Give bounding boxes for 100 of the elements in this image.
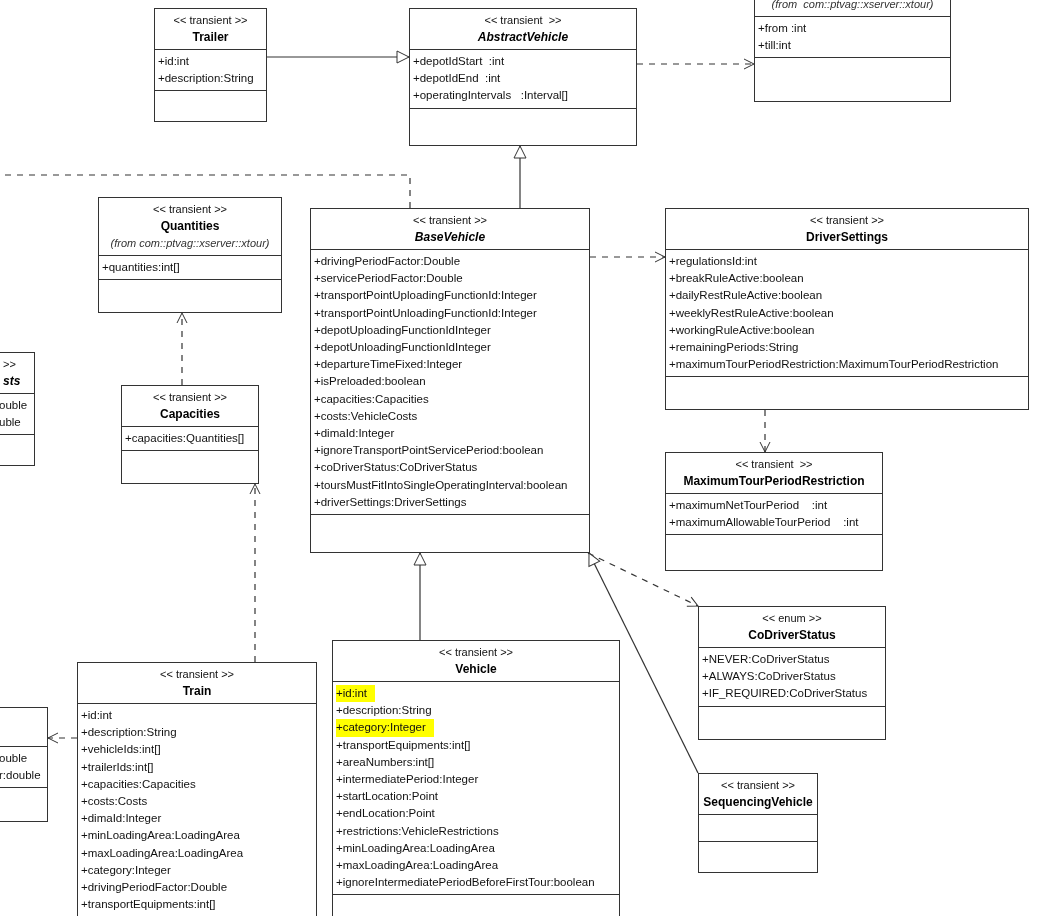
attribute-text: +depotUnloadingFunctionIdInteger	[314, 340, 491, 355]
class-box	[665, 208, 1029, 410]
inheritance-arrow	[588, 552, 699, 774]
stereotype-label: << transient >>	[439, 645, 513, 660]
attribute-text: +regulationsId:int	[669, 254, 757, 269]
attribute-text: +driverSettings:DriverSettings	[314, 494, 467, 510]
class-name: MaximumTourPeriodRestriction	[683, 473, 865, 490]
attribute-text: +dimaId:Integer	[314, 426, 395, 442]
attribute-text: +maximumAllowableTourPeriod :int	[669, 515, 859, 531]
class-name: Trailer	[192, 29, 229, 46]
attribute-text: +weeklyRestRuleActive:boolean	[669, 305, 834, 321]
inheritance-arrow	[266, 50, 410, 64]
attribute-text: +costs:Costs	[81, 794, 148, 809]
attribute-text: +remainingPeriods:String	[669, 340, 799, 355]
attribute-text: +restrictions:VehicleRestrictions	[336, 823, 499, 839]
attribute-text: +minLoadingArea:LoadingArea	[81, 828, 240, 844]
stereotype-label: << transient >>	[160, 667, 234, 682]
dependency-arrow	[176, 312, 188, 386]
attribute-text: +areaNumbers:int[]	[336, 754, 435, 770]
attribute-text: +maximumNetTourPeriod :int	[669, 498, 828, 513]
attribute-text: +transportPointUnloadingFunctionId:Integer	[314, 305, 537, 321]
attribute-text: +IF_REQUIRED:CoDriverStatus	[702, 686, 868, 702]
stereotype-label: << transient >>	[173, 13, 248, 28]
attribute-text: +from :int	[758, 21, 807, 36]
stereotype-label: << transient >>	[153, 202, 227, 217]
package-label: (from com::ptvag::xserver::xtour)	[771, 0, 934, 12]
class-box	[154, 8, 267, 122]
class-name: BaseVehicle	[414, 229, 486, 246]
dependency-arrow	[636, 58, 755, 70]
class-name: Train	[182, 683, 212, 700]
attribute-text: +depotIdStart :int	[413, 54, 505, 69]
stereotype-label: << transient >>	[484, 13, 562, 28]
attribute-text: +startLocation:Point	[336, 789, 438, 805]
attribute-text: +transportPointUploadingFunctionId:Integer	[314, 288, 537, 304]
attribute-text: +category:Integer	[81, 862, 171, 878]
attribute-text: +operatingIntervals :Interval[]	[413, 88, 568, 104]
attribute-text: +transportEquipments:int[]	[336, 737, 471, 753]
attribute-text: +capacities:Quantities[]	[125, 431, 245, 446]
class-name: sts	[3, 373, 21, 390]
attribute-text: +isPreloaded:boolean	[314, 374, 426, 390]
attribute-text: +drivingPeriodFactor:Double	[314, 254, 461, 269]
attribute-text: +id:int	[336, 685, 375, 703]
attribute-text: +costs:VehicleCosts	[314, 408, 418, 424]
attribute-text: +description:String	[81, 725, 177, 741]
class-box	[698, 606, 886, 740]
attribute-text: +endLocation:Point	[336, 806, 435, 822]
attribute-text: +capacities:Capacities	[81, 776, 196, 792]
attribute-text: +depotIdEnd :int	[413, 71, 501, 87]
class-box	[310, 208, 590, 553]
attribute-text: +maxLoadingArea:LoadingArea	[336, 858, 499, 874]
attribute-text: +breakRuleActive:boolean	[669, 271, 804, 287]
attribute-text: uble	[0, 415, 21, 431]
attribute-text: +drivingPeriodFactor:Double	[81, 880, 228, 896]
attribute-text: r:double	[0, 768, 41, 784]
dependency-arrow	[589, 251, 666, 263]
attribute-text: +departureTimeFixed:Integer	[314, 357, 463, 373]
attribute-text: +quantities:int[]	[102, 260, 180, 275]
class-name: Quantities	[160, 218, 220, 235]
attribute-text: +maximumTourPeriodRestriction:MaximumTourPeriodRestriction	[669, 357, 999, 373]
stereotype-label: << transient >>	[810, 213, 884, 228]
attribute-text: +depotUploadingFunctionIdInteger	[314, 322, 491, 338]
attribute-text: +capacities:Capacities	[314, 391, 429, 407]
inheritance-arrow	[513, 145, 527, 209]
class-name: SequencingVehicle	[703, 794, 813, 811]
attribute-text: ouble	[0, 398, 28, 413]
attribute-text: +id:int	[158, 54, 189, 69]
stereotype-label: << transient >>	[413, 213, 487, 228]
dependency-arrow	[249, 483, 261, 663]
attribute-text: +NEVER:CoDriverStatus	[702, 652, 830, 667]
attribute-text: +ignoreTransportPointServicePeriod:boolean	[314, 443, 544, 459]
class-name: Vehicle	[455, 661, 497, 678]
attribute-text: ouble	[0, 751, 28, 766]
stereotype-label: << transient >>	[735, 457, 813, 472]
attribute-text: +toursMustFitIntoSingleOperatingInterval:boolean	[314, 477, 568, 493]
class-box	[98, 197, 282, 313]
attribute-text: +minLoadingArea:LoadingArea	[336, 840, 495, 856]
attribute-text: +transportEquipments:int[]	[81, 897, 216, 913]
attribute-text: +ALWAYS:CoDriverStatus	[702, 669, 836, 685]
class-box	[0, 352, 35, 466]
class-box	[77, 662, 317, 916]
class-box	[665, 452, 883, 571]
class-box	[754, 0, 951, 102]
class-name: CoDriverStatus	[748, 627, 836, 644]
class-name: AbstractVehicle	[477, 29, 569, 46]
attribute-text: +servicePeriodFactor:Double	[314, 271, 463, 287]
stereotype-label: >>	[3, 357, 16, 372]
class-box	[332, 640, 620, 916]
attribute-text: +description:String	[336, 703, 432, 719]
attribute-text: +dailyRestRuleActive:boolean	[669, 288, 823, 304]
attribute-text: +description:String	[158, 71, 254, 87]
attribute-text: +workingRuleActive:boolean	[669, 322, 815, 338]
attribute-text: +ignoreIntermediatePeriodBeforeFirstTour:boolean	[336, 875, 595, 891]
class-box	[409, 8, 637, 146]
class-name: DriverSettings	[806, 229, 888, 246]
package-label: (from com::ptvag::xserver::xtour)	[110, 236, 270, 251]
class-box	[0, 707, 48, 822]
attribute-text: +intermediatePeriod:Integer	[336, 772, 479, 787]
attribute-text: +vehicleIds:int[]	[81, 742, 161, 758]
dependency-arrow	[47, 732, 78, 744]
stereotype-label: << transient >>	[153, 390, 227, 405]
